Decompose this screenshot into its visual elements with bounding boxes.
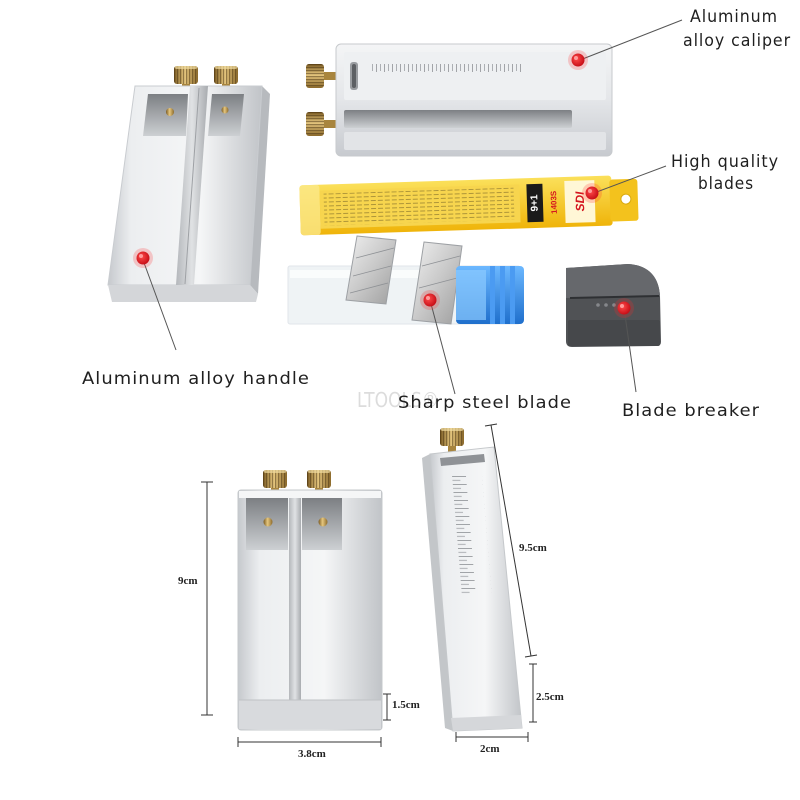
marker-dot — [133, 248, 153, 268]
callouts: Aluminum alloy caliper High quality blad… — [82, 7, 791, 421]
cap-rib — [490, 266, 495, 324]
brass-knob — [440, 428, 464, 452]
handle-front-edge — [108, 285, 258, 302]
marker-dot — [614, 298, 634, 318]
blade-score-line — [421, 255, 461, 267]
blade-breaker-print-dot — [604, 303, 608, 307]
screw-head — [318, 517, 328, 527]
leader-line-sharp-blade — [429, 299, 456, 395]
blade-score-line — [352, 265, 392, 277]
caliper-lower-bar — [344, 132, 606, 150]
leader-line-blades — [593, 165, 667, 194]
caliper-slot — [344, 110, 572, 128]
blade-score-line — [349, 282, 389, 294]
dim-tick — [484, 423, 498, 427]
handle-window-right — [208, 94, 244, 136]
dim-label-handle-height: 9cm — [178, 575, 198, 587]
blade-breaker — [566, 264, 661, 347]
cap-rib — [500, 266, 505, 324]
handle-angled — [107, 66, 270, 302]
handle-front — [237, 470, 383, 731]
marker-dot — [582, 183, 602, 203]
blade-case — [287, 235, 524, 325]
cap-rib — [510, 266, 515, 324]
leader-line-handle — [142, 259, 177, 351]
leader-line-caliper — [579, 19, 683, 61]
handle-front-rim — [239, 491, 381, 498]
caliper-side-edge — [422, 454, 453, 731]
label-breaker: Blade breaker — [622, 401, 760, 421]
label-caliper-line1: Aluminum — [690, 7, 778, 27]
marker-dot — [568, 50, 588, 70]
blade-case-cap-inner — [456, 270, 486, 320]
caliper-side-bottom — [451, 715, 522, 731]
dim-label-caliper-thickness: 2.5cm — [536, 691, 564, 703]
blade-breaker-slot — [569, 295, 660, 299]
caliper-side-scale — [452, 476, 492, 596]
dim-label-caliper-length: 9.5cm — [519, 542, 547, 554]
caliper-side — [422, 428, 523, 732]
caliper-upper-face — [344, 52, 606, 100]
label-sharp-blade: Sharp steel blade — [398, 393, 572, 413]
caliper-dimensions: 9.5cm 2.5cm 2cm — [455, 423, 564, 755]
marker-dot — [420, 290, 440, 310]
blade-pack-fine-print — [323, 187, 515, 226]
caliper-angled — [306, 43, 613, 157]
dim-label-handle-thickness: 1.5cm — [392, 699, 420, 711]
blade-pack: 9+1 1403S SDI — [299, 175, 639, 236]
blade-pack-model: 1403S — [549, 190, 559, 214]
handle-groove-line — [184, 87, 200, 285]
handle-front-groove — [289, 498, 301, 728]
handle-side-face — [250, 86, 270, 294]
screw-head — [221, 106, 229, 114]
caliper-scale — [372, 60, 522, 72]
caliper-side-top-slot — [440, 454, 485, 466]
blade-pack-hang-hole — [620, 193, 632, 205]
handle-front-bottom-edge — [239, 700, 381, 729]
dim-tick — [524, 654, 538, 658]
blade-pack-count-block — [526, 183, 544, 223]
blade-score-line — [355, 247, 395, 259]
blade-breaker-print-dot — [596, 303, 600, 307]
watermark-logo: LTOOLS® — [357, 388, 439, 412]
blade-breaker-top — [566, 264, 660, 298]
blade-breaker-lower — [568, 320, 660, 346]
blade-score-line — [418, 277, 458, 289]
label-blades-line1: High quality — [671, 152, 779, 172]
dim-label-handle-width: 3.8cm — [298, 748, 326, 760]
label-caliper-line2: alloy caliper — [683, 31, 791, 51]
label-handle: Aluminum alloy handle — [82, 369, 310, 389]
dim-line-caliper-length — [490, 424, 532, 657]
handle-window-left — [143, 94, 188, 136]
blade-pack-clear-end — [299, 184, 321, 236]
leader-line-breaker — [623, 307, 637, 393]
blade-pack-count: 9+1 — [529, 194, 541, 212]
brass-knob — [306, 112, 336, 136]
screw-head — [166, 108, 174, 116]
handle-dimensions: 9cm 1.5cm 3.8cm — [178, 481, 420, 760]
screw-head — [263, 517, 273, 527]
dim-label-caliper-width: 2cm — [480, 743, 500, 755]
steel-blade — [345, 235, 397, 305]
label-blades-line2: blades — [698, 174, 754, 194]
brass-knob — [306, 64, 336, 88]
caliper-indicator-inner — [352, 64, 356, 88]
